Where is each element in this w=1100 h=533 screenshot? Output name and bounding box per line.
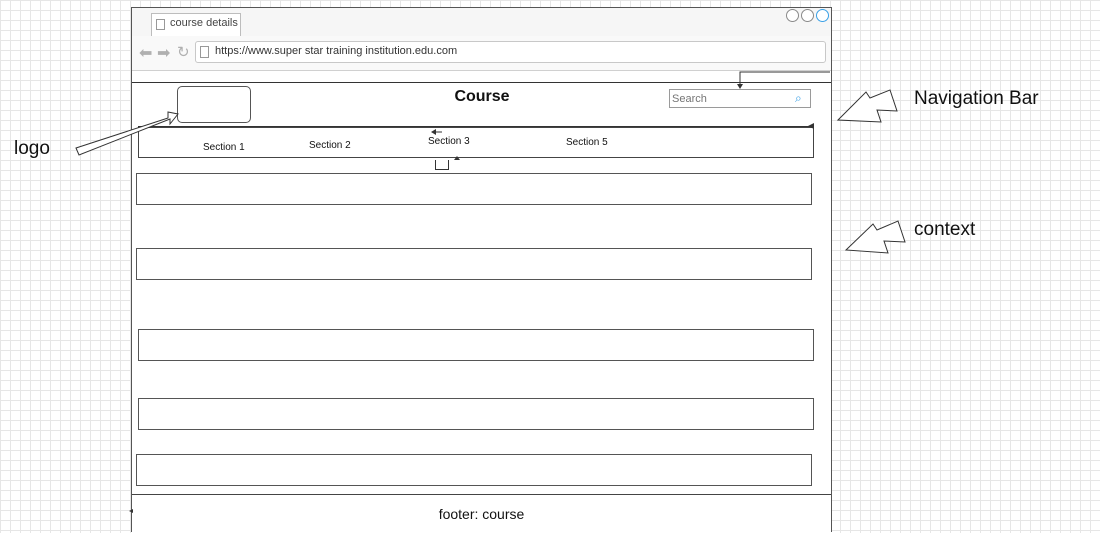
context-pointer-arrow — [844, 220, 906, 254]
nav-connector — [435, 160, 449, 170]
content-block-2 — [136, 248, 812, 280]
page-icon — [156, 19, 165, 30]
content-block-3 — [138, 329, 814, 361]
minimize-button[interactable] — [786, 9, 799, 22]
nav-item-section-1[interactable]: Section 1 — [203, 142, 245, 153]
refresh-icon[interactable]: ↻ — [177, 44, 190, 61]
context-annotation: context — [914, 219, 976, 240]
header-connector-line — [739, 71, 830, 84]
header-connector-arrowhead — [737, 84, 743, 89]
logo-pointer-arrow — [75, 111, 179, 156]
url-field[interactable]: https://www.super star training institut… — [195, 41, 826, 63]
navigation-bar-pointer-arrow — [836, 89, 898, 123]
section-3-pointer-arrowhead — [431, 129, 436, 135]
nav-item-section-5[interactable]: Section 5 — [566, 137, 608, 148]
url-text: https://www.super star training institut… — [215, 45, 458, 57]
browser-window: course details ⬅ ➡ ↻ https://www.super s… — [131, 7, 832, 533]
browser-tab[interactable]: course details — [151, 13, 241, 36]
tab-title: course details — [170, 17, 238, 29]
header-top-border — [132, 82, 831, 83]
nav-connector-arrowhead — [454, 156, 460, 160]
header-bottom-border — [138, 126, 814, 127]
nav-item-section-2[interactable]: Section 2 — [309, 140, 351, 151]
maximize-button[interactable] — [801, 9, 814, 22]
navigation-bar-annotation: Navigation Bar — [914, 88, 1039, 109]
nav-bar-connector-arrowhead — [808, 123, 814, 129]
search-icon[interactable]: ⌕ — [795, 91, 802, 105]
content-block-4 — [138, 398, 814, 430]
search-box: ⌕ — [669, 89, 811, 108]
nav-item-section-3[interactable]: Section 3 — [428, 136, 470, 147]
logo-annotation: logo — [14, 138, 50, 159]
page-icon — [200, 46, 209, 58]
content-block-5 — [136, 454, 812, 486]
search-input[interactable] — [672, 91, 790, 106]
address-bar: ⬅ ➡ ↻ https://www.super star training in… — [132, 36, 831, 71]
footer-text: footer: course — [438, 506, 525, 522]
navigation-bar: Section 1 Section 2 Section 3 Section 5 — [138, 127, 814, 158]
footer-edge-arrowhead — [129, 509, 133, 513]
page-title: Course — [454, 88, 510, 105]
footer: footer: course — [132, 494, 831, 533]
back-arrow-icon[interactable]: ⬅ — [139, 45, 153, 62]
content-block-1 — [136, 173, 812, 205]
close-button[interactable] — [816, 9, 829, 22]
logo-placeholder — [177, 86, 251, 123]
forward-arrow-icon[interactable]: ➡ — [157, 45, 171, 62]
tab-strip: course details — [132, 8, 831, 37]
